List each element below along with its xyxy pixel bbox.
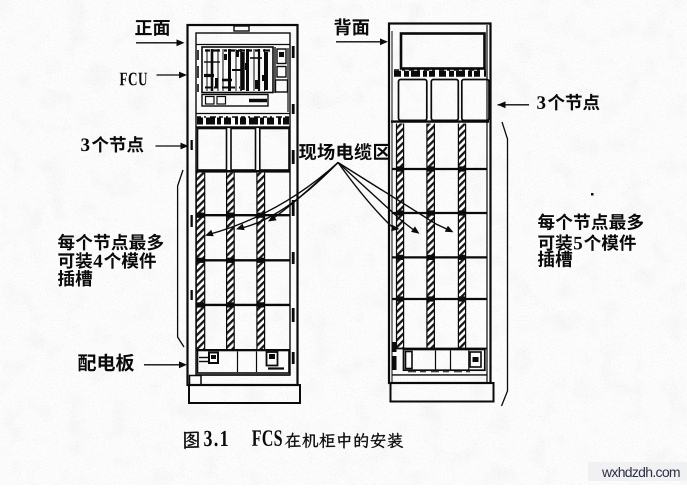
svg-text:wxhdzdh.com: wxhdzdh.com <box>601 464 680 480</box>
